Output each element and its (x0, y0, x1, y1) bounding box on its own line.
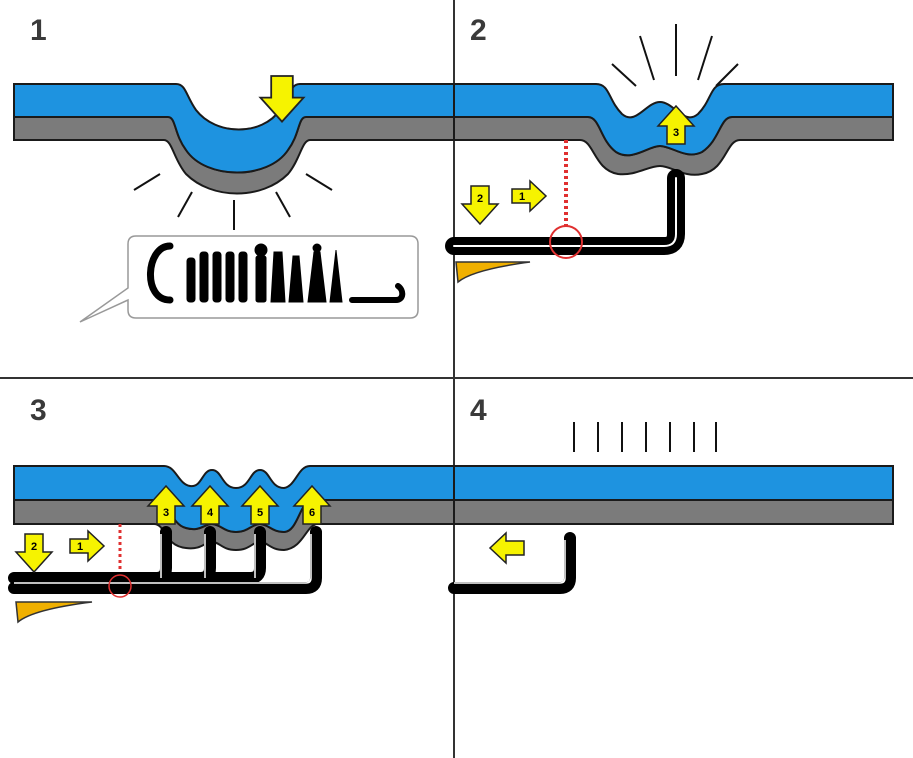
step-4-label: 4 (207, 507, 214, 519)
metal-layer (453, 499, 894, 525)
pdr-rod-tools (8, 526, 322, 594)
step-3-label: 3 (163, 507, 169, 519)
panel-4-number: 4 (470, 394, 487, 427)
step-6-label: 6 (309, 507, 315, 519)
tool-set-icon (147, 242, 406, 304)
move-down-arrow-icon (15, 533, 53, 573)
hook-chain-icon (549, 140, 583, 259)
step-2-label: 2 (31, 541, 37, 553)
step-2-label: 2 (477, 193, 483, 205)
smooth-surface-lines (573, 422, 717, 452)
paint-layer (453, 465, 894, 501)
dent-burst-lines (133, 173, 333, 230)
rod-highlights (14, 534, 312, 584)
panel-4 (448, 422, 894, 594)
push-burst-lines (611, 24, 739, 87)
panel-2-number: 2 (470, 14, 487, 47)
step-3-label: 3 (673, 127, 679, 139)
move-right-arrow-icon (69, 530, 105, 562)
pdr-rod-tool (448, 532, 576, 594)
panel-3-number: 3 (30, 394, 47, 427)
rod-highlight (453, 177, 677, 247)
step-1-label: 1 (77, 541, 83, 553)
step-5-label: 5 (257, 507, 263, 519)
step-1-label: 1 (519, 191, 525, 203)
panel-2: 3 1 2 (445, 24, 894, 284)
panel-1 (13, 75, 455, 323)
move-right-arrow-icon (511, 180, 547, 212)
panel-3: 1 2 3 4 5 6 (8, 465, 455, 624)
hook-chain-icon (108, 524, 132, 598)
rod-highlight (454, 540, 566, 584)
move-left-arrow-icon (489, 532, 525, 564)
paint-layer (13, 83, 455, 174)
tool-set-callout (79, 235, 419, 323)
wedge-support (15, 601, 93, 624)
wedge-support (455, 261, 531, 284)
panel-1-number: 1 (30, 14, 47, 47)
move-down-arrow-icon (461, 185, 499, 225)
